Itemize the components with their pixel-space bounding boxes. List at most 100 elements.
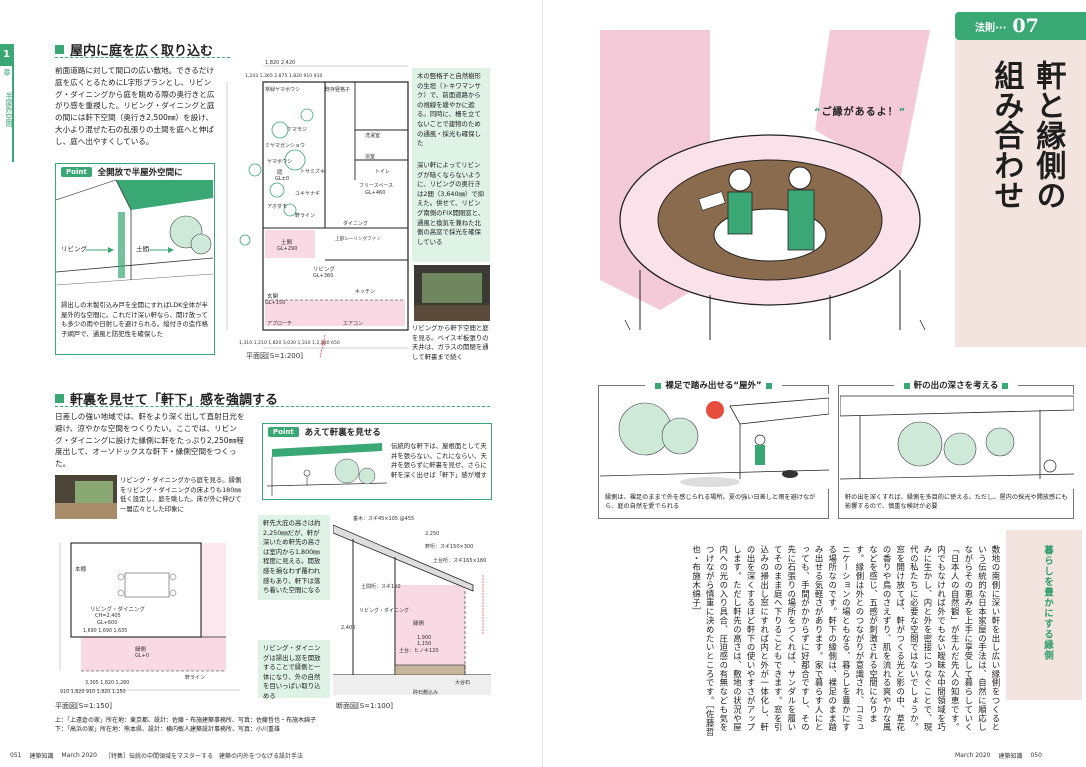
plan1-dim-top: 1,820 2,420 <box>265 60 296 66</box>
plan1-label-nokiline: 軒ライン <box>295 213 316 219</box>
heading-square-icon <box>55 45 64 54</box>
title-column-1: 軒と縁側の <box>1030 60 1066 210</box>
plan2-dim3: 910 1,820 910 1,820 1,150 <box>60 690 126 695</box>
plan2-label-honrou: 本棚 <box>75 567 87 573</box>
title-box <box>955 40 1086 347</box>
credit-line-1: 上：「上遠倉の家」所在地：東京都、設計：佐藤・布施建築事務所、写真：佐藤哲也・布… <box>55 717 317 724</box>
speech-close-quote-icon: ” <box>898 107 907 118</box>
plan1-label-kitchen: キッチン <box>355 289 376 295</box>
plan1-label-niwa: 庭 <box>277 170 283 176</box>
section-label-engawa: 縁側 <box>413 621 425 627</box>
plan1-dim-top2: 1,243 1,365 2,875 1,820 910 910 <box>245 74 323 79</box>
eaves-illustration <box>267 441 387 499</box>
section-drawing: 垂木：スギ45×105 @455 2,250 軒桁：スギ150×300 土台桁：… <box>333 515 491 700</box>
section-label-dim-r: 2,250 <box>425 531 440 537</box>
section2-body: 日差しの強い地域では、軒をより深く出して直射日光を避け、涼やかな空間をつくりたい… <box>55 412 245 469</box>
plan1-caption: 平面図[S=1:200] <box>246 352 303 360</box>
point-badge: Point <box>61 167 92 177</box>
plan2-label-living: リビング・ダイニング <box>90 607 146 613</box>
point-header: Point あえて軒裏を見せる <box>263 424 491 440</box>
rule-number: 07 <box>1012 15 1039 37</box>
panel-eaves-text: 軒の出を深くすれば、縁側を多目的に使える。ただし、屋内の採光や開放感にも影響する… <box>845 494 1068 511</box>
photo-credits: 上：「上遠倉の家」所在地：東京都、設計：佐藤・布施建築事務所、写真：佐藤哲也・布… <box>55 716 485 735</box>
left-page-number: 051 <box>10 752 22 759</box>
plan2-label-engawa-gl: GL+0 <box>135 653 150 659</box>
point-badge: Point <box>268 427 299 437</box>
section-label-engawa-floor: 土間桁：スギ150 <box>361 584 401 590</box>
rule-tab: 法則··· 07 <box>955 12 1086 40</box>
chapter-label: 半屋外空間 <box>5 92 13 127</box>
heading-square-icon <box>55 394 64 403</box>
plan1-label-trellis: 既存竪格子 <box>325 87 351 93</box>
panel-barefoot-title-wrap: 裸足で踏み出せる“屋外” <box>599 379 828 391</box>
plan2-label-nokiline: 軒ライン <box>185 675 206 681</box>
panel-eaves-title-wrap: 軒の出の深さを考える <box>839 379 1073 391</box>
plan2-label-ch: CH=2,405 <box>95 613 121 619</box>
photo-living-caption: リビング・ダイニングから庭を見る。縁側をリビング・ダイニングの床よりも180㎜低… <box>120 476 242 513</box>
plan1-label-sealing: 上部シーリングファン <box>335 237 381 242</box>
note-living-depth: 深い軒によってリビングが暗くならないように、リビングの奥行きは2間（3,640㎜… <box>412 157 490 262</box>
panel-eaves-title: 軒の出の深さを考える <box>913 381 999 391</box>
section1-rule <box>55 57 230 58</box>
plan1-label-gl: GL±0 <box>275 176 290 182</box>
panel-eaves-illustration <box>840 394 1074 489</box>
plan1-label-living-gl: GL+360 <box>313 273 334 279</box>
section2-heading: 軒裏を見せて「軒下」感を強調する <box>55 389 278 408</box>
plan1-drawing: 1,820 2,420 1,243 1,365 2,875 1,820 910 … <box>225 60 410 360</box>
plan1-label-kamemoji: ケマモジ <box>287 127 308 133</box>
section-label-noki: 軒桁：スギ150×300 <box>425 544 474 550</box>
plan1-label-hedge: 常緑ヤマボウシ <box>265 87 301 93</box>
plan1-label-free-space: フリースペース <box>359 183 394 189</box>
plan1-label-dining: ダイニング <box>343 221 369 227</box>
left-magazine-name: 建築知識 <box>29 753 54 760</box>
section-label-ishi: 大谷石 <box>455 680 471 686</box>
sub-title-box <box>1006 530 1082 700</box>
plan1-label-aodamo: アオダモ <box>267 204 288 210</box>
plan1-label-living: リビング <box>313 267 336 273</box>
plan1-label-doma: 土間 <box>281 240 293 246</box>
title-square-icon <box>655 382 662 389</box>
section-label-h1: 2,400 <box>341 625 356 631</box>
right-magazine-name: 建築知識 <box>998 753 1023 760</box>
left-footer: 051 建築知識 March 2020 ［特集］伝統の中間領域をマスターする 建… <box>10 751 303 760</box>
note-eaves-height: 軒先大庇の高さは約2,250㎜だが、軒が深いため軒先の高さは室内から1,800㎜… <box>258 515 330 600</box>
point-title: あえて軒裏を見せる <box>304 428 381 438</box>
plan1-label-doma-gl: GL+290 <box>277 246 298 252</box>
photo-label-doma: 土間 <box>136 245 149 253</box>
title-square-icon <box>903 382 910 389</box>
plan1-label-yamaboushi: ヤマボウシ <box>267 159 293 165</box>
right-page-number: 050 <box>1030 752 1042 759</box>
plan1-dim-bottom: 1,310 1,210 1,820 3,030 1,310 1,2,330 65… <box>239 341 340 346</box>
section-label-ceil: 土台：ヒノキ120 <box>399 648 439 654</box>
section1-point-box: Point 全開放で半屋外空間に リビング 土間 掃出しの木製引込み戸を全開にす… <box>55 163 215 355</box>
living-doma-illustration <box>55 179 214 298</box>
point-title: 全開放で半屋外空間に <box>97 168 183 178</box>
title-square-icon <box>765 382 772 389</box>
plan2-drawing: 本棚 リビング・ダイニング CH=2,405 GL+600 縁側 GL+0 軒ラ… <box>55 525 255 700</box>
right-footer: March 2020 建築知識 050 <box>955 751 1042 760</box>
speech-open-quote-icon: “ <box>814 107 822 118</box>
section-label-doko: 土台桁：スギ165×180 <box>433 558 487 564</box>
section1-body: 前面道路に対して間口の広い敷地。できるだけ庭を広くとるためにL字形プランとし、リ… <box>55 66 215 146</box>
plan2-dim2: 3,305 1,820 1,280 <box>85 681 130 686</box>
section2-rule <box>55 406 490 407</box>
plan2-label-engawa: 縁側 <box>135 647 147 653</box>
engawa-main-illustration <box>600 30 950 360</box>
plan2-label-gl: GL+600 <box>97 620 118 626</box>
section-label-taruki: 垂木：スギ45×105 @455 <box>353 516 415 522</box>
photo-label-living: リビング <box>61 245 87 253</box>
left-issue-date: March 2020 <box>61 752 97 759</box>
plan2-caption: 平面図[S=1:150] <box>55 702 112 710</box>
chapter-suffix: 章 <box>3 69 11 77</box>
right-issue-date: March 2020 <box>955 752 991 759</box>
section1-title: 屋内に庭を広く取り込む <box>70 44 214 59</box>
point-caption: 掃出しの木製引込み戸を全開にすればLDK全体が半屋外的な空間に。これだけ深い軒な… <box>61 301 208 338</box>
panel-eaves-depth: 軒の出の深さを考える 軒の出を深くすれば、縁側を多目的に使える。ただし、屋内の採… <box>838 379 1074 519</box>
section-label-h3: 1,150 <box>417 641 432 647</box>
photo-eaves-garden <box>414 265 490 321</box>
plan1-label-approach: アプローチ <box>267 321 293 327</box>
photo-eaves-caption: リビングから軒下空間と庭を見る。ベイスギ板張りの天井は、ガラスの開閉を通して軒裏… <box>412 324 489 361</box>
section1-heading: 屋内に庭を広く取り込む <box>55 40 213 59</box>
point-header: Point 全開放で半屋外空間に <box>56 164 214 180</box>
panel-barefoot-text: 縁側は、裸足のままで外を感じられる場所。夏の強い日差しと雨を避けながら、庭の自然… <box>605 494 816 511</box>
